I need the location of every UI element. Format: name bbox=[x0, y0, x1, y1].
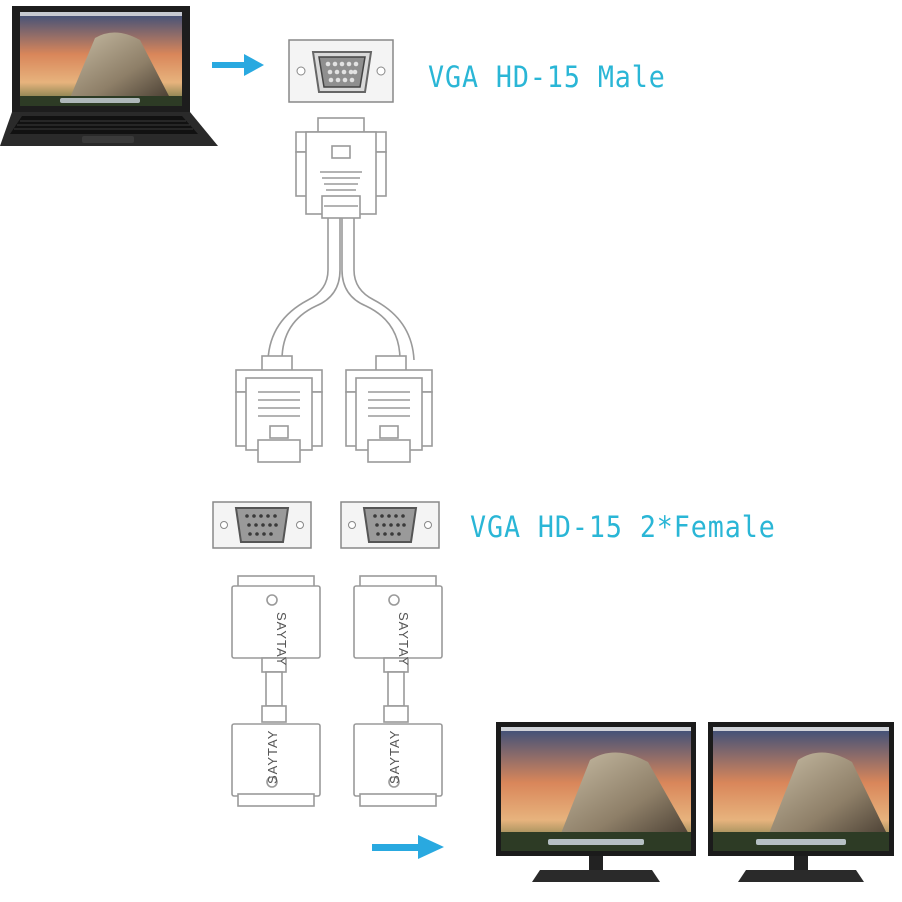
brand-label: SAYTAY bbox=[265, 730, 280, 784]
vga-female-port-left-icon bbox=[212, 501, 312, 549]
vga-splitter-cable bbox=[235, 117, 433, 463]
arrow-right-icon bbox=[212, 54, 264, 76]
vga-female-port-right-icon bbox=[340, 501, 440, 549]
brand-label: SAYTAY bbox=[274, 612, 289, 666]
vga-female-label: VGA HD-15 2*Female bbox=[470, 510, 776, 544]
vga-cable-right bbox=[353, 575, 443, 807]
monitor-icon bbox=[708, 722, 894, 882]
arrow-right-icon bbox=[372, 835, 444, 859]
vga-male-label: VGA HD-15 Male bbox=[428, 60, 666, 94]
brand-label: SAYTAY bbox=[396, 612, 411, 666]
vga-male-port-icon bbox=[288, 39, 394, 103]
laptop-icon bbox=[0, 6, 218, 146]
monitor-icon bbox=[496, 722, 696, 882]
vga-cable-left bbox=[231, 575, 321, 807]
brand-label: SAYTAY bbox=[387, 730, 402, 784]
